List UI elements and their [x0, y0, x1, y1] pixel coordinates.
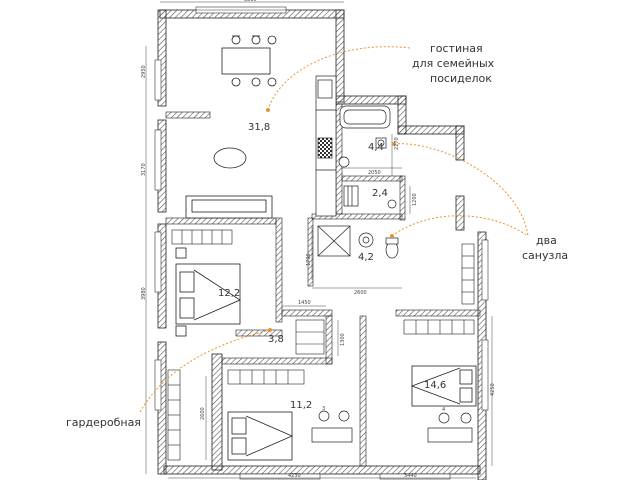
annotation-leaders — [139, 46, 529, 413]
area-bedroom1: 12,2 — [218, 288, 240, 299]
desk-number-1: 3 — [322, 406, 325, 412]
area-living: 31,8 — [248, 122, 270, 133]
dim-bath-right: 2270 — [394, 137, 400, 150]
dim-hall-top: 1450 — [298, 300, 311, 306]
rug — [213, 147, 247, 169]
wardrobe-1 — [171, 229, 233, 245]
dim-bath2-bottom: 2600 — [354, 290, 367, 296]
interior-walls — [165, 103, 481, 467]
dim-bath-width: 2050 — [368, 170, 381, 176]
desk-2 — [427, 412, 473, 443]
dim-bottom-right: 3440 — [404, 473, 417, 479]
wc-fixtures — [343, 185, 397, 209]
dim-hall-right: 1300 — [340, 333, 346, 346]
annotation-bath-1: два — [536, 234, 557, 247]
area-bedroom2: 11,2 — [290, 400, 312, 411]
dimension-lines — [145, 1, 493, 479]
bath1-fixtures — [338, 105, 391, 168]
desk-1 — [311, 410, 353, 443]
dim-wc-height: 1200 — [412, 193, 418, 206]
annotation-bath-2: санузла — [522, 249, 568, 262]
dim-right: 4250 — [490, 383, 496, 396]
wardrobe-room-shelves — [167, 369, 181, 461]
annotation-living-2: для семейных — [412, 57, 495, 70]
sofa — [185, 195, 273, 219]
dim-top: 3830 — [244, 0, 257, 3]
exterior-walls — [157, 9, 487, 480]
area-bath1: 4,4 — [368, 142, 384, 153]
annotation-wardrobe: гардеробная — [66, 416, 141, 429]
area-bath2: 4,2 — [358, 252, 374, 263]
area-wc: 2,4 — [372, 188, 388, 199]
bath2-fixtures — [317, 225, 399, 259]
annotation-living-1: гостиная — [430, 42, 483, 55]
annotation-living-3: посиделок — [430, 72, 492, 85]
bed-2 — [227, 411, 294, 461]
wardrobe-2 — [227, 369, 305, 385]
dim-left1: 2950 — [141, 65, 147, 78]
kitchen-counter — [315, 75, 337, 217]
desk-number-2: 4 — [442, 407, 445, 413]
area-hall: 3,8 — [268, 334, 284, 345]
bed-3 — [410, 365, 477, 407]
dim-wardrobe: 2600 — [200, 407, 206, 420]
windows — [154, 6, 489, 480]
bed-1 — [175, 247, 241, 337]
dining-table — [221, 35, 277, 87]
dim-bottom-left: 4230 — [288, 473, 301, 479]
dim-left2: 3170 — [141, 163, 147, 176]
dim-bath2-left: 1700 — [306, 253, 312, 266]
area-bedroom3: 14,6 — [424, 380, 446, 391]
dim-left3: 3980 — [141, 287, 147, 300]
hall-cabinet — [295, 319, 325, 355]
wardrobe-3 — [403, 243, 475, 335]
annotation-dots — [266, 108, 396, 332]
